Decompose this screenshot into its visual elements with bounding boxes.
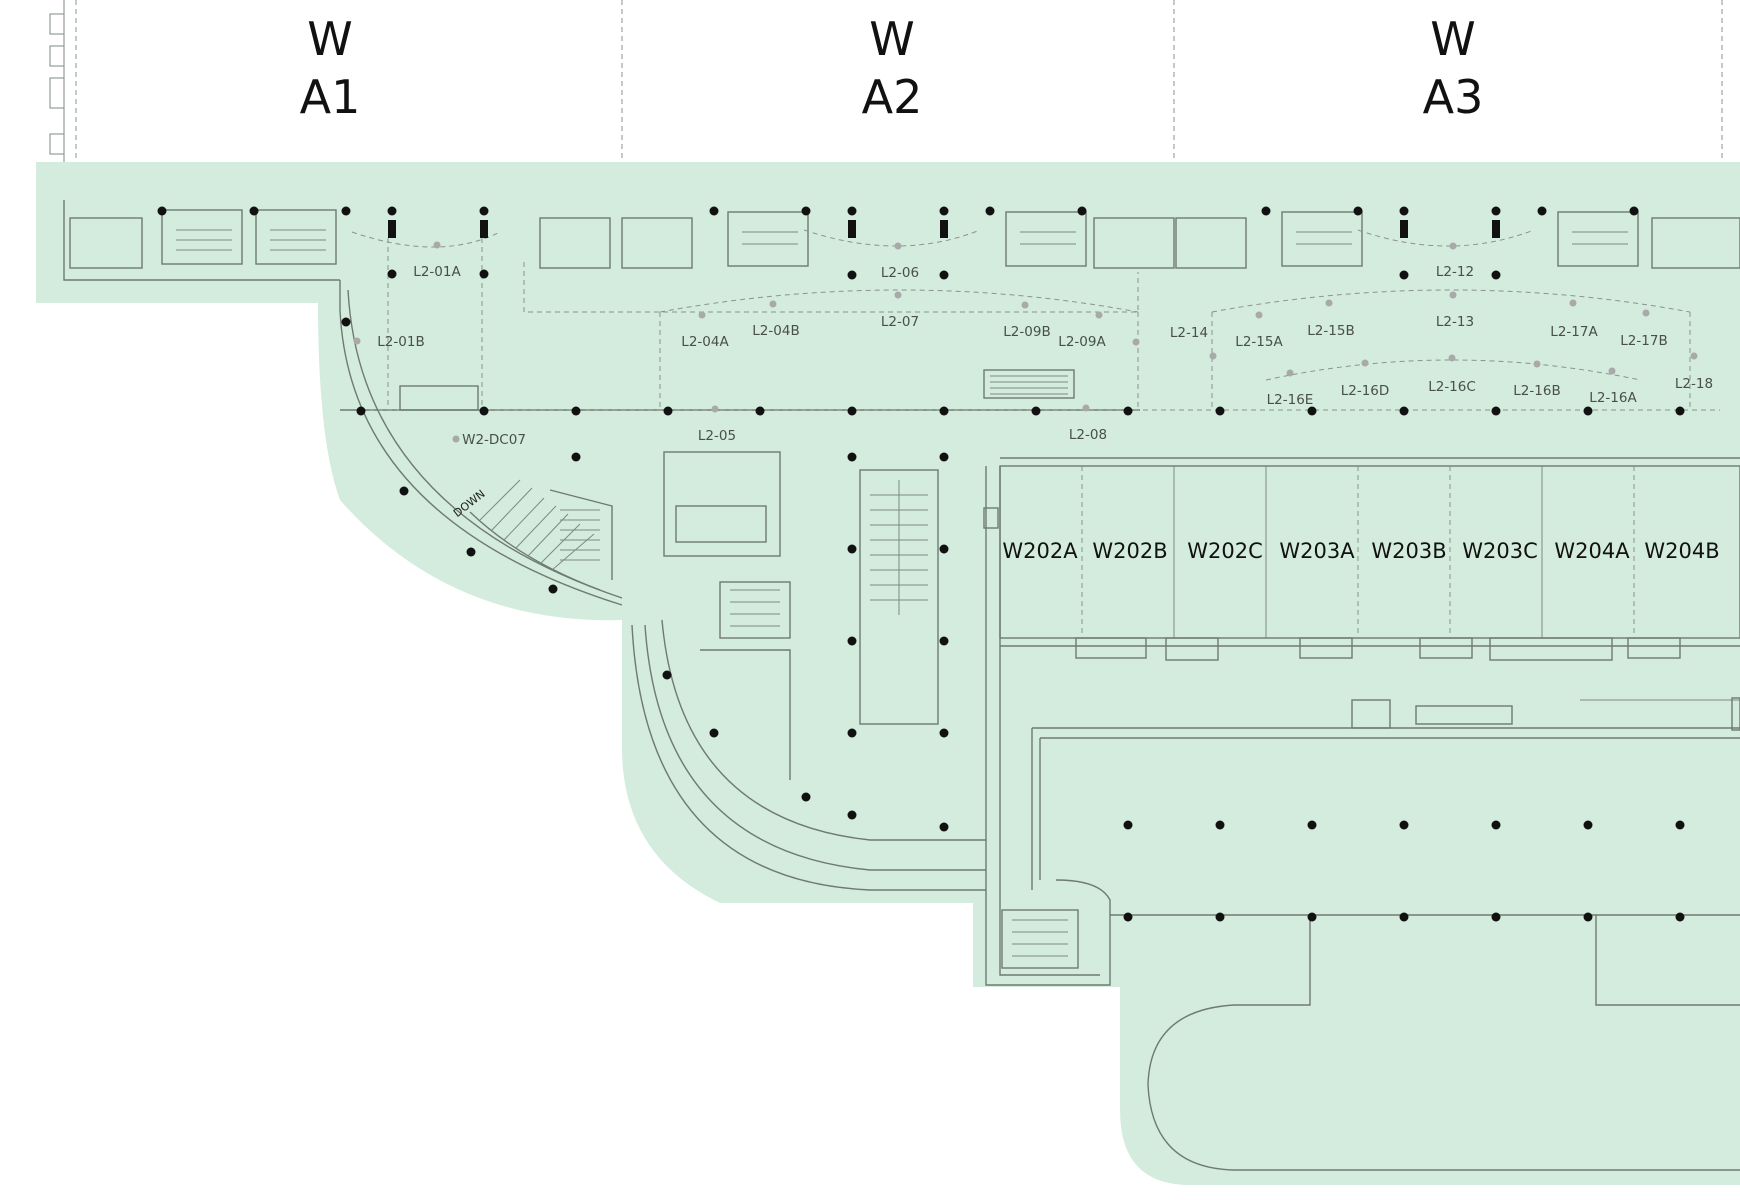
marker-label: L2-09A: [1058, 334, 1106, 350]
room-label: W203A: [1279, 539, 1355, 563]
curved-stair: [469, 479, 613, 591]
hall-letter-a2: W: [869, 12, 914, 66]
escalator-upper: [983, 369, 1075, 399]
hall-letter-a1: W: [307, 12, 352, 66]
hall-code-a1: A1: [300, 70, 361, 124]
marker-label: L2-15B: [1307, 323, 1354, 339]
room-labels: W202A W202B W202C W203A W203B W203C W204…: [1002, 539, 1719, 563]
marker-label: L2-17B: [1620, 333, 1667, 349]
marker-label: L2-04A: [681, 334, 729, 350]
lower-stair: [1001, 909, 1079, 969]
marker-label: L2-12: [1436, 264, 1474, 280]
meeting-room-block: [983, 457, 1740, 661]
hall-code-a2: A2: [862, 70, 923, 124]
marker-label: L2-06: [881, 265, 919, 281]
room-label: W203C: [1462, 539, 1538, 563]
marker-label: L2-16C: [1428, 379, 1476, 395]
marker-label: L2-16E: [1267, 392, 1314, 408]
marker-label: W2-DC07: [462, 432, 526, 448]
hall-code-a3: A3: [1423, 70, 1484, 124]
room-label: W202B: [1092, 539, 1167, 563]
marker-dots: [353, 241, 1698, 443]
marker-label: L2-18: [1675, 376, 1713, 392]
marker-label: L2-04B: [752, 323, 799, 339]
floor-area: [36, 162, 1740, 1185]
room-label: W204A: [1554, 539, 1630, 563]
escalator-central: [859, 469, 939, 725]
marker-label: L2-17A: [1550, 324, 1598, 340]
marker-label: L2-07: [881, 314, 919, 330]
room-label: W202C: [1187, 539, 1263, 563]
service-core: [663, 451, 791, 780]
marker-label: L2-15A: [1235, 334, 1283, 350]
marker-label: L2-01B: [377, 334, 424, 350]
room-label: W202A: [1002, 539, 1078, 563]
columns: [157, 206, 1685, 922]
marker-label: L2-16B: [1513, 383, 1560, 399]
marker-label: L2-16D: [1341, 383, 1390, 399]
room-label: W203B: [1371, 539, 1446, 563]
marker-label: L2-09B: [1003, 324, 1050, 340]
marker-label: L2-01A: [413, 264, 461, 280]
room-label: W204B: [1644, 539, 1719, 563]
left-edge-markers: [49, 13, 65, 155]
marker-label: L2-14: [1170, 325, 1208, 341]
marker-label: L2-08: [1069, 427, 1107, 443]
marker-label: L2-05: [698, 428, 736, 444]
marker-labels: L2-01A L2-01B W2-DC07 L2-04A L2-04B L2-0…: [377, 264, 1713, 448]
marker-label: L2-16A: [1589, 390, 1637, 406]
hall-letter-a3: W: [1430, 12, 1475, 66]
marker-label: L2-13: [1436, 314, 1474, 330]
hall-labels: W A1 W A2 W A3: [300, 12, 1484, 124]
